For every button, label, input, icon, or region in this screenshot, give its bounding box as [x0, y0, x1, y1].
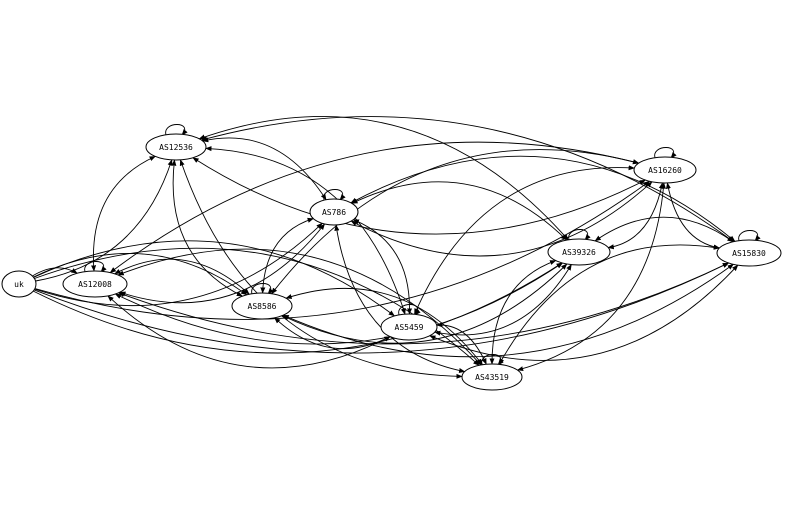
self-loop-layer	[84, 124, 761, 366]
node-as5459: AS5459	[380, 313, 438, 341]
node-as12536: AS12536	[145, 133, 207, 161]
self-loop-as15830	[738, 230, 761, 242]
edge-as43519-as15830	[498, 244, 720, 365]
node-label: AS15830	[732, 249, 766, 258]
edge-layer	[32, 116, 739, 379]
node-as15830: AS15830	[716, 239, 782, 267]
self-loop-as786	[323, 189, 346, 201]
node-as16260: AS16260	[633, 156, 697, 184]
edge-as5459-as16260	[414, 165, 635, 315]
self-loop-as12008	[84, 261, 107, 273]
self-loop-as12536	[165, 124, 188, 136]
node-shape	[461, 363, 523, 391]
edge-as39326-as16260	[607, 182, 664, 250]
node-shape	[231, 292, 293, 320]
node-as43519: AS43519	[461, 363, 523, 391]
self-loop-as5459	[398, 304, 421, 316]
node-label: uk	[14, 280, 24, 289]
node-layer: uk AS12008 AS12536AS786AS8586AS5459AS43519…	[1, 133, 782, 391]
edge-uk-as15830	[34, 262, 730, 354]
node-label: AS43519	[475, 373, 509, 382]
node-as8586: AS8586	[231, 292, 293, 320]
edge-as39326-as15830	[594, 216, 734, 243]
node-shape	[309, 198, 359, 226]
node-shape	[716, 239, 782, 267]
self-loop-as8586	[251, 283, 274, 295]
edge-uk-as12536	[35, 159, 173, 282]
node-shape	[380, 313, 438, 341]
edge-as5459-as39326	[434, 264, 572, 336]
node-as786: AS786	[309, 198, 359, 226]
edge-as16260-as15830	[665, 182, 721, 250]
self-loop-as16260	[654, 147, 677, 159]
node-label: AS786	[322, 208, 346, 217]
node-shape	[145, 133, 207, 161]
edge-as12008-as43519	[117, 248, 482, 366]
edge-as786-as16260	[350, 181, 653, 257]
node-shape	[1, 270, 37, 298]
self-loop-as39326	[568, 229, 591, 241]
node-shape	[62, 270, 128, 298]
node-shape	[547, 238, 611, 266]
edge-as12536-as16260	[192, 157, 646, 235]
node-label: AS39326	[562, 248, 596, 257]
node-label: AS5459	[395, 323, 424, 332]
node-as39326: AS39326	[547, 238, 611, 266]
node-uk: uk	[1, 270, 37, 298]
node-label: AS12536	[159, 143, 193, 152]
node-shape	[633, 156, 697, 184]
edge-as43519-as39326	[489, 260, 557, 365]
node-label: AS12008	[78, 280, 112, 289]
node-label: AS16260	[648, 166, 682, 175]
edge-as12536-as39326	[198, 116, 569, 241]
node-as12008: AS12008	[62, 270, 128, 298]
edge-as786-as39326	[351, 181, 568, 241]
edge-as786-as43519	[334, 224, 466, 373]
node-label: AS8586	[248, 302, 277, 311]
self-loop-as43519	[481, 354, 504, 366]
